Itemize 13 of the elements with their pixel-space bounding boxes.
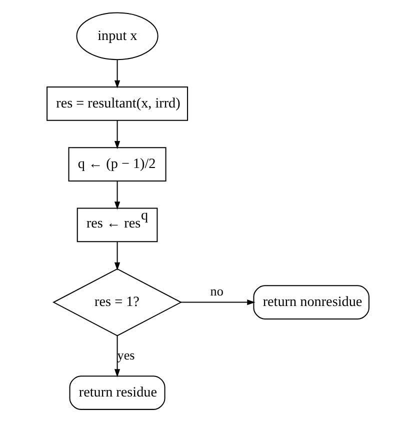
- arrow: [114, 336, 120, 378]
- arrow: [114, 242, 120, 270]
- node-box: return nonresidue: [252, 285, 369, 320]
- arrow: [114, 181, 120, 210]
- node-ellipse: input x: [76, 12, 158, 60]
- node-diamond: res = 1?: [52, 268, 182, 336]
- node-box: res = resultant(x, irrd): [46, 86, 188, 121]
- node-box: q ← (p − 1)/2: [68, 147, 166, 182]
- arrow: [114, 120, 120, 150]
- node-box: return residue: [68, 376, 165, 410]
- arrow: [114, 60, 120, 88]
- arrow: [180, 299, 255, 306]
- edge-label: no: [210, 284, 223, 299]
